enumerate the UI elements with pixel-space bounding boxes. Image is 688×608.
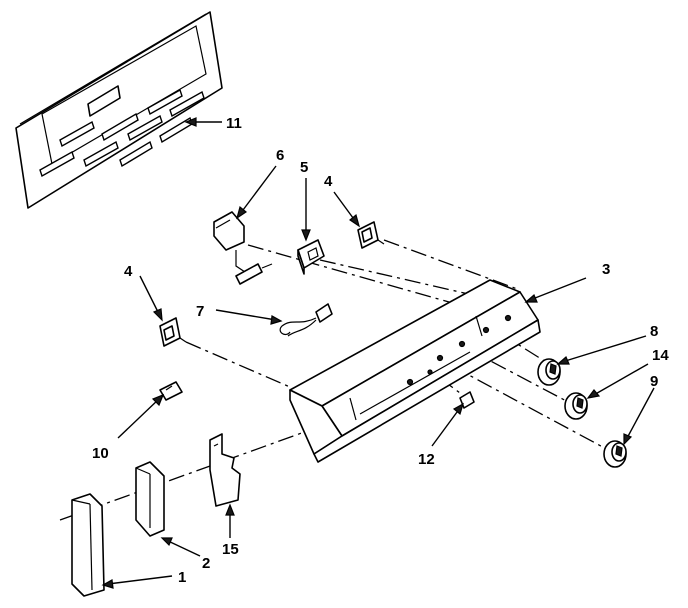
callout-2: 2 — [202, 555, 210, 572]
back-panel-part — [15, 11, 223, 209]
leader-lines — [101, 117, 655, 589]
callout-14: 14 — [652, 347, 669, 364]
end-cap-part — [135, 461, 165, 537]
socket-part — [297, 239, 325, 275]
callout-10: 10 — [92, 445, 109, 462]
callout-9: 9 — [650, 373, 658, 390]
switch-part-upper — [357, 221, 385, 249]
callout-7: 7 — [196, 303, 204, 320]
callout-4-left: 4 — [124, 263, 133, 280]
knob-part-14 — [564, 392, 588, 420]
bracket-part — [209, 433, 241, 507]
callout-3: 3 — [602, 261, 610, 278]
callout-1: 1 — [178, 569, 186, 586]
clip-part — [159, 381, 183, 401]
control-panel-part — [289, 279, 541, 463]
callout-4-upper: 4 — [324, 173, 333, 190]
callout-5: 5 — [300, 159, 308, 176]
callout-15: 15 — [222, 541, 239, 558]
callout-12: 12 — [418, 451, 435, 468]
terminal-block-part — [213, 211, 273, 285]
wire-harness-part — [279, 303, 333, 337]
end-panel-part — [71, 493, 105, 597]
callout-6: 6 — [276, 147, 284, 164]
knob-part-9 — [603, 440, 627, 468]
switch-part-lower — [159, 317, 187, 347]
knob-part-8 — [537, 358, 561, 386]
callout-labels: 11 6 5 4 3 4 7 8 14 9 10 12 15 2 1 — [92, 115, 669, 586]
callout-11: 11 — [226, 115, 242, 132]
callout-8: 8 — [650, 323, 658, 340]
